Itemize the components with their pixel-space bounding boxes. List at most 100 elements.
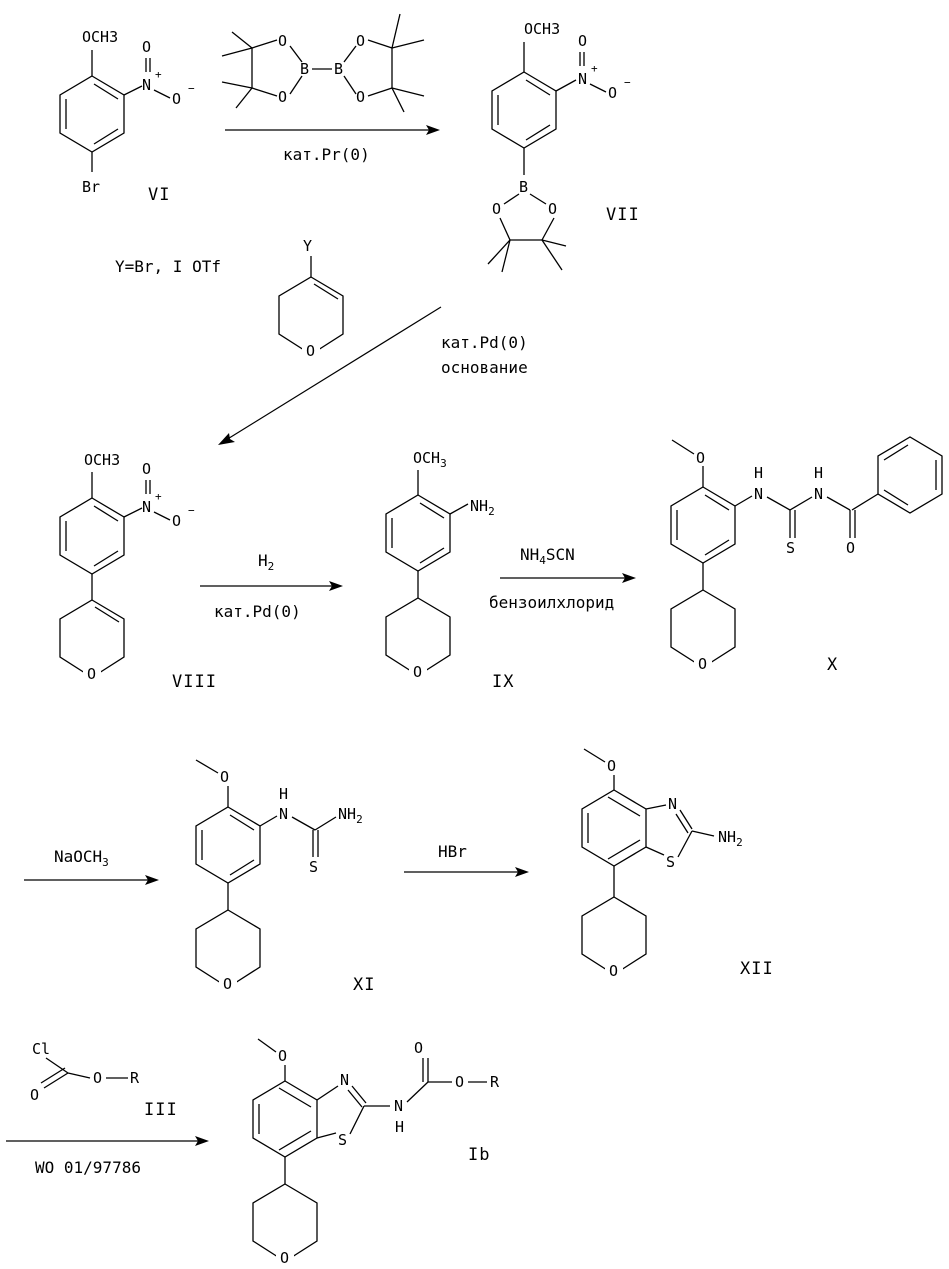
nitro-plus: +: [155, 68, 162, 81]
ester-o2: O: [548, 200, 557, 218]
condition-step1: кат.Pr(0): [283, 145, 370, 164]
boron-label: B: [519, 178, 528, 196]
condition-step7: WO 01/97786: [35, 1158, 141, 1177]
compound-IX: OCH3 NH2 O IX: [386, 449, 514, 692]
methoxy-o: O: [607, 757, 616, 775]
reagent-chloroformate: Cl O O R III: [30, 1040, 178, 1120]
compound-label-VI: VI: [148, 185, 170, 205]
compound-label-VII: VII: [606, 205, 640, 225]
thiazole-n: N: [668, 795, 677, 813]
nitro-o1: O: [578, 32, 587, 50]
arrow-step1: кат.Pr(0): [225, 125, 440, 164]
nitro-plus: +: [155, 490, 162, 503]
ring-o: O: [698, 655, 707, 673]
compound-X: O H N S H N O O X: [671, 437, 942, 675]
b2pin2-b2: B: [334, 60, 343, 78]
ring-o: O: [87, 665, 96, 683]
reagent-dihydropyran: Y=Br, I OTf Y O: [115, 237, 343, 360]
reagent-y: Y: [303, 237, 312, 255]
nitro-o2: O: [608, 84, 617, 102]
compound-XI: O H N S NH2 O XI: [196, 760, 375, 995]
b2pin2-o4: O: [356, 88, 365, 106]
compound-VII: OCH3 N + O O − B O O VII: [488, 20, 640, 272]
thiazole-s: S: [338, 1131, 347, 1149]
compound-label-X: X: [827, 655, 838, 675]
reagent-step5: NaOCH3: [54, 847, 109, 869]
amino-label: NH2: [718, 828, 743, 849]
nitro-n: N: [578, 70, 587, 88]
nh-h: H: [279, 785, 288, 803]
nitro-o2: O: [172, 90, 181, 108]
arrow-step2: кат.Pd(0) основание: [218, 307, 528, 445]
compound-label-VIII: VIII: [172, 672, 217, 692]
r-group: R: [490, 1073, 500, 1091]
reagent-step4: NH4SCN: [520, 545, 575, 567]
ring-o: O: [223, 975, 232, 993]
arrow-step7: WO 01/97786: [6, 1136, 209, 1177]
nh2-n: N: [814, 485, 823, 503]
ring-o: O: [280, 1249, 289, 1267]
compound-Ib: O N S N H O O R O Ib: [253, 1039, 500, 1267]
reagent-o-ester: O: [93, 1069, 102, 1087]
compound-label-IX: IX: [492, 672, 514, 692]
methoxy-label: OCH3: [84, 451, 120, 469]
arrow-step5: NaOCH3: [24, 847, 159, 885]
compound-label-XI: XI: [353, 975, 375, 995]
methoxy-o: O: [696, 449, 705, 467]
nitro-minus: −: [624, 76, 631, 89]
amide-h: H: [395, 1118, 404, 1136]
thiazole-n: N: [340, 1071, 349, 1089]
reagent-label-III: III: [144, 1100, 178, 1120]
nitro-plus: +: [591, 62, 598, 75]
b2pin2-o1: O: [278, 32, 287, 50]
nh-n: N: [279, 805, 288, 823]
methoxy-label: OCH3: [82, 28, 118, 46]
ester-o1: O: [492, 200, 501, 218]
compound-VI: OCH3 N + O O − Br VI: [60, 28, 195, 205]
nitro-minus: −: [188, 504, 195, 517]
ester-o: O: [455, 1073, 464, 1091]
nitro-o1: O: [142, 38, 151, 56]
reagent-y-note: Y=Br, I OTf: [115, 257, 221, 276]
nitro-n: N: [142, 76, 151, 94]
nitro-minus: −: [188, 82, 195, 95]
carbonyl-o: O: [414, 1039, 423, 1057]
reagent-step3: H2: [258, 551, 274, 573]
amino-label: NH2: [338, 805, 363, 826]
methoxy-label: OCH3: [524, 20, 560, 38]
bromo-label: Br: [82, 178, 100, 196]
methoxy-label: OCH3: [413, 449, 447, 470]
nitro-n: N: [142, 498, 151, 516]
condition-step2-line2: основание: [441, 358, 528, 377]
b2pin2-o2: O: [278, 88, 287, 106]
nitro-o2: O: [172, 512, 181, 530]
reagent-r: R: [130, 1069, 140, 1087]
reagent-b2pin2: O O B B O O: [222, 14, 424, 112]
condition-step3: кат.Pd(0): [214, 602, 301, 621]
reagent-ring-o: O: [306, 342, 315, 360]
carbonyl-o: O: [846, 539, 855, 557]
thiazole-s: S: [666, 853, 675, 871]
methoxy-o: O: [278, 1047, 287, 1065]
amide-n: N: [394, 1097, 403, 1115]
condition-step2-line1: кат.Pd(0): [441, 333, 528, 352]
b2pin2-b1: B: [300, 60, 309, 78]
condition-step4: бензоилхлорид: [489, 593, 614, 612]
reagent-cl: Cl: [32, 1040, 50, 1058]
compound-label-XII: XII: [740, 959, 774, 979]
nh1-h: H: [754, 464, 763, 482]
thio-s: S: [309, 858, 318, 876]
thio-s: S: [786, 539, 795, 557]
reagent-o-carbonyl: O: [30, 1086, 39, 1104]
compound-VIII: OCH3 N + O O − O VIII: [60, 451, 217, 692]
arrow-step3: H2 кат.Pd(0): [200, 551, 343, 621]
reagent-step6: HBr: [438, 842, 467, 861]
arrow-step6: HBr: [404, 842, 529, 877]
b2pin2-o3: O: [356, 32, 365, 50]
nh1-n: N: [754, 485, 763, 503]
compound-label-Ib: Ib: [468, 1145, 490, 1165]
methoxy-o: O: [220, 768, 229, 786]
nitro-o1: O: [142, 460, 151, 478]
ring-o: O: [413, 663, 422, 681]
